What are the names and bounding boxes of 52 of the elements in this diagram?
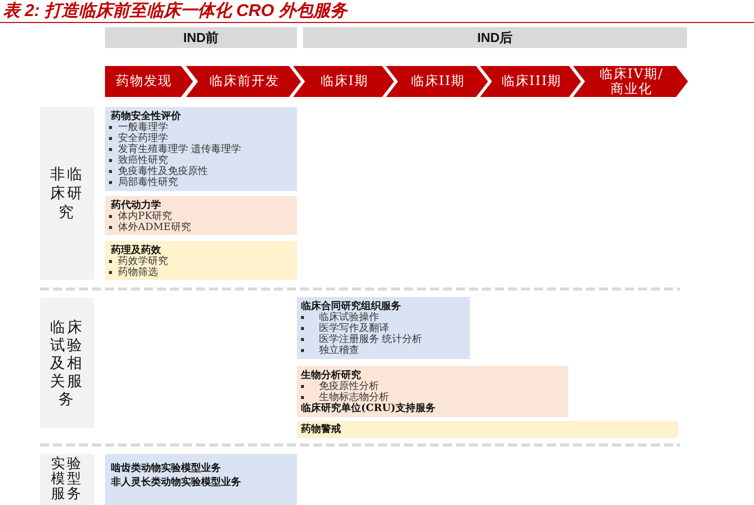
list-item-text: 一般毒理学	[118, 122, 168, 133]
list-item-text: 医学注册服务 统计分析	[319, 334, 422, 345]
step-label: 临床II期	[410, 74, 466, 89]
figure-title: 表 2: 打造临床前至临床一体化 CRO 外包服务	[3, 1, 347, 21]
service-box	[297, 421, 678, 438]
phase-label: IND前	[183, 28, 219, 46]
box-heading: 药理及药效	[111, 245, 161, 256]
service-box	[297, 366, 568, 417]
box-heading: 临床研究单位(CRU)支持服务	[301, 403, 436, 414]
chevron-step	[293, 66, 394, 97]
service-box	[297, 297, 470, 359]
phase-header-bar	[105, 27, 297, 48]
chevron-step	[573, 66, 688, 97]
box-heading: 药物安全性评价	[111, 111, 181, 122]
list-item-text: 独立稽查	[319, 345, 359, 356]
step-label: 临床IV期/商业化	[598, 66, 664, 96]
list-item-text: 局部毒性研究	[118, 177, 178, 188]
service-box	[105, 196, 297, 235]
list-item-text: 免疫原性分析	[319, 381, 379, 392]
section-label: 实验模型服务	[50, 457, 84, 502]
chevron-step	[186, 66, 301, 97]
step-label: 临床前开发	[210, 74, 280, 89]
box-heading: 啮齿类动物实验模型业务	[111, 462, 221, 476]
list-item-text: 药效学研究	[118, 256, 168, 267]
phase-label: IND后	[477, 28, 513, 46]
box-heading: 药物警戒	[301, 424, 341, 435]
box-heading: 临床合同研究组织服务	[301, 301, 401, 312]
service-box	[105, 107, 297, 191]
list-item-text: 医学写作及翻译	[319, 323, 389, 334]
step-label: 临床III期	[501, 74, 562, 89]
box-heading: 生物分析研究	[301, 370, 361, 381]
step-label: 临床I期	[320, 74, 369, 89]
section-label: 非临床研究	[50, 165, 84, 222]
list-item-text: 免疫毒性及免疫原性	[118, 166, 208, 177]
list-item-text: 临床试验操作	[319, 312, 379, 323]
service-box	[105, 241, 297, 280]
list-item-text: 体内PK研究	[118, 211, 172, 222]
list-item-text: 发育生殖毒理学 遗传毒理学	[118, 144, 242, 155]
step-label: 药物发现	[116, 74, 172, 89]
chevron-step	[105, 66, 193, 97]
list-item-text: 致癌性研究	[118, 155, 168, 166]
list-item-text: 药物筛选	[118, 267, 158, 278]
section-label: 临床试验及相关服务	[50, 318, 84, 408]
service-box	[105, 454, 297, 505]
list-item-text: 体外ADME研究	[118, 222, 191, 233]
chevron-step	[480, 66, 581, 97]
list-item-text: 安全药理学	[118, 133, 168, 144]
box-heading: 非人灵长类动物实验模型业务	[111, 476, 241, 490]
chevron-step	[386, 66, 488, 97]
list-item-text: 生物标志物分析	[319, 392, 389, 403]
box-heading: 药代动力学	[111, 200, 161, 211]
phase-header-bar	[303, 27, 687, 48]
